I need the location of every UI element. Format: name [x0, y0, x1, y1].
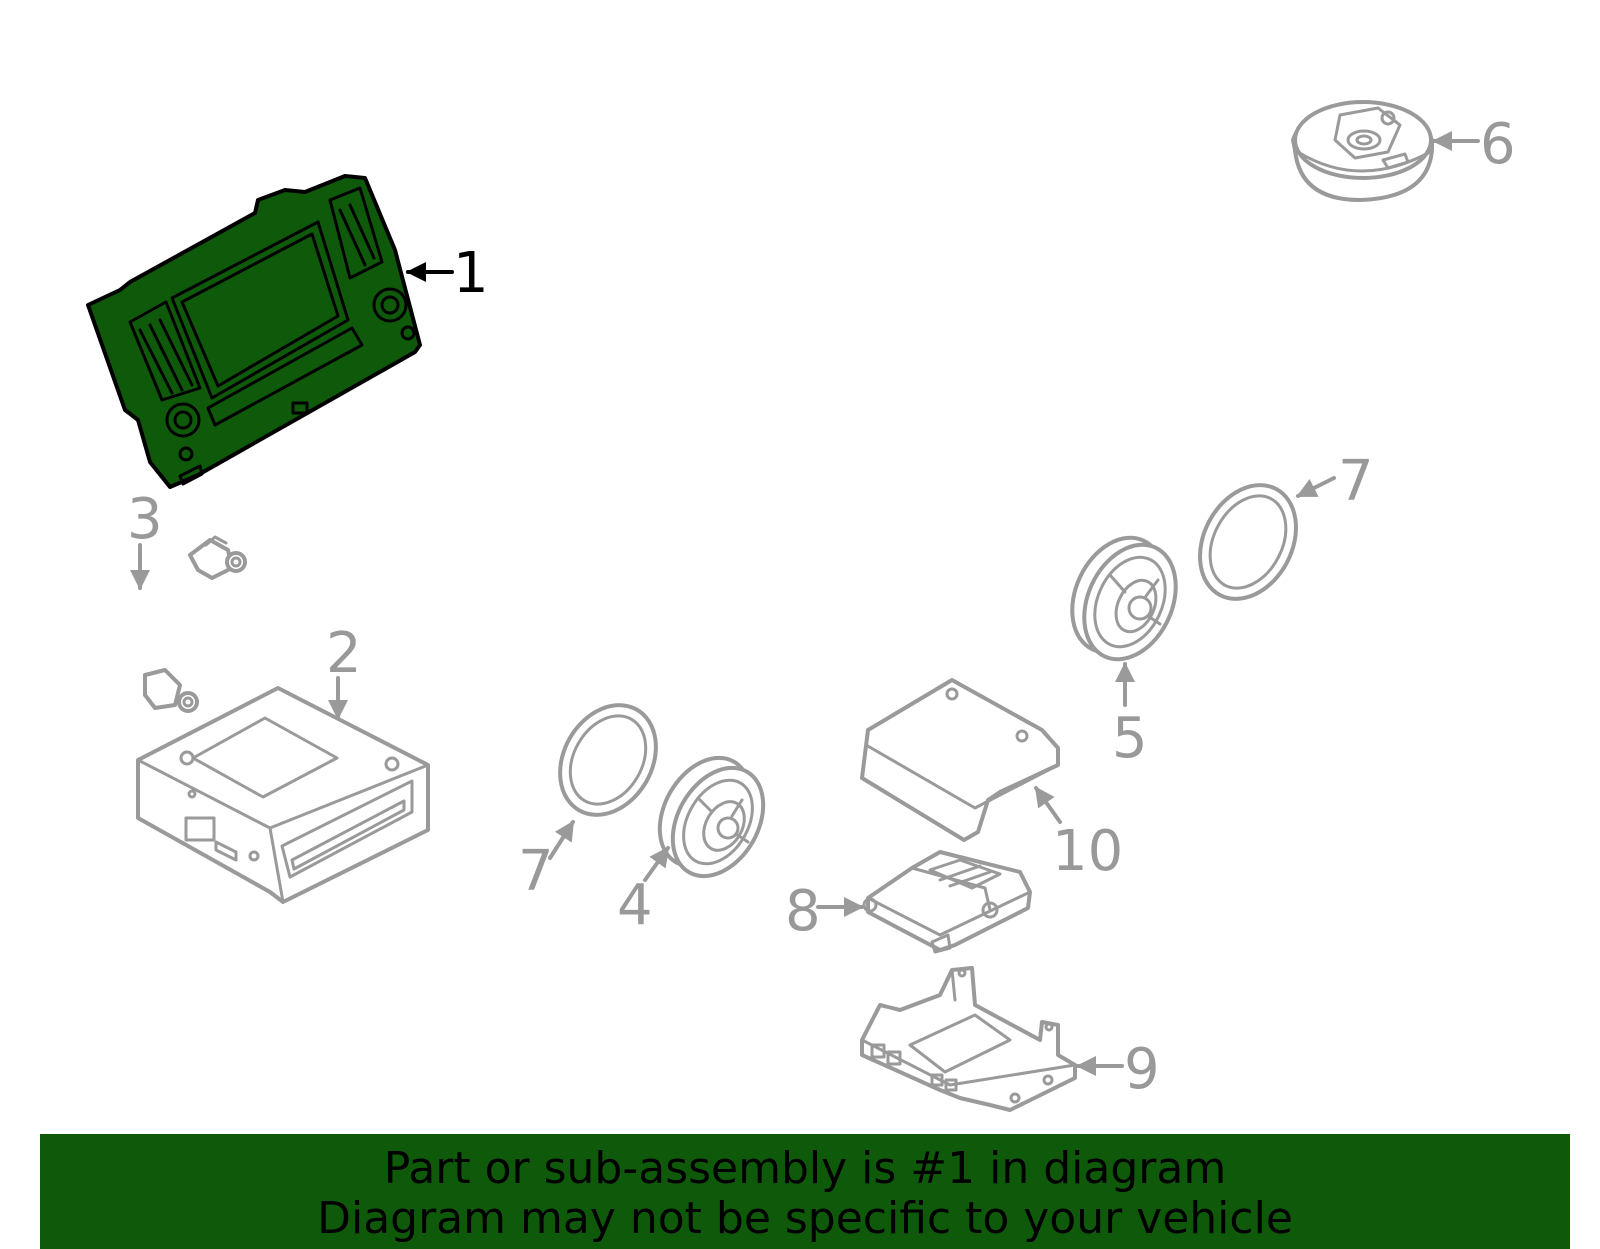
- callout-9: 9: [1076, 1037, 1160, 1102]
- callout-1-label: 1: [453, 241, 489, 306]
- callout-3-label: 3: [127, 487, 163, 552]
- part-1-radio-head-unit[interactable]: [86, 174, 422, 489]
- part-2-media-unit[interactable]: [136, 686, 430, 904]
- callout-7b: 7: [1296, 449, 1374, 514]
- part-7-gasket-left[interactable]: [541, 688, 675, 832]
- callout-5-label: 5: [1112, 706, 1148, 771]
- callout-7a: 7: [518, 820, 575, 904]
- part-9-mounting-bracket[interactable]: [860, 966, 1077, 1112]
- part-7-gasket-right[interactable]: [1181, 468, 1315, 615]
- callout-4: 4: [617, 846, 670, 938]
- callout-7a-label: 7: [518, 839, 554, 904]
- callout-3: 3: [127, 487, 163, 590]
- callout-8: 8: [785, 879, 864, 944]
- callout-6: 6: [1432, 112, 1516, 177]
- callout-6-label: 6: [1480, 112, 1516, 177]
- callout-10: 10: [1034, 786, 1123, 884]
- callout-9-label: 9: [1124, 1037, 1160, 1102]
- part-4-speaker-left[interactable]: [641, 742, 781, 892]
- part-8-control-module[interactable]: [862, 850, 1032, 954]
- callout-5: 5: [1112, 662, 1148, 771]
- info-banner: Part or sub-assembly is #1 in diagram Di…: [40, 1134, 1570, 1249]
- callout-1: 1: [406, 241, 489, 306]
- callout-4-label: 4: [617, 873, 653, 938]
- callout-8-label: 8: [785, 879, 821, 944]
- callout-2: 2: [326, 621, 362, 720]
- banner-line-1: Part or sub-assembly is #1 in diagram: [383, 1143, 1227, 1194]
- callout-2-label: 2: [326, 621, 362, 686]
- part-5-speaker-right[interactable]: [1055, 523, 1194, 674]
- callout-7b-label: 7: [1338, 449, 1374, 514]
- part-10-module-cover[interactable]: [860, 678, 1060, 842]
- part-6-round-speaker[interactable]: [1291, 100, 1434, 202]
- callout-10-label: 10: [1052, 819, 1123, 884]
- part-3-antenna-cable[interactable]: [77, 535, 247, 713]
- banner-line-2: Diagram may not be specific to your vehi…: [317, 1193, 1293, 1244]
